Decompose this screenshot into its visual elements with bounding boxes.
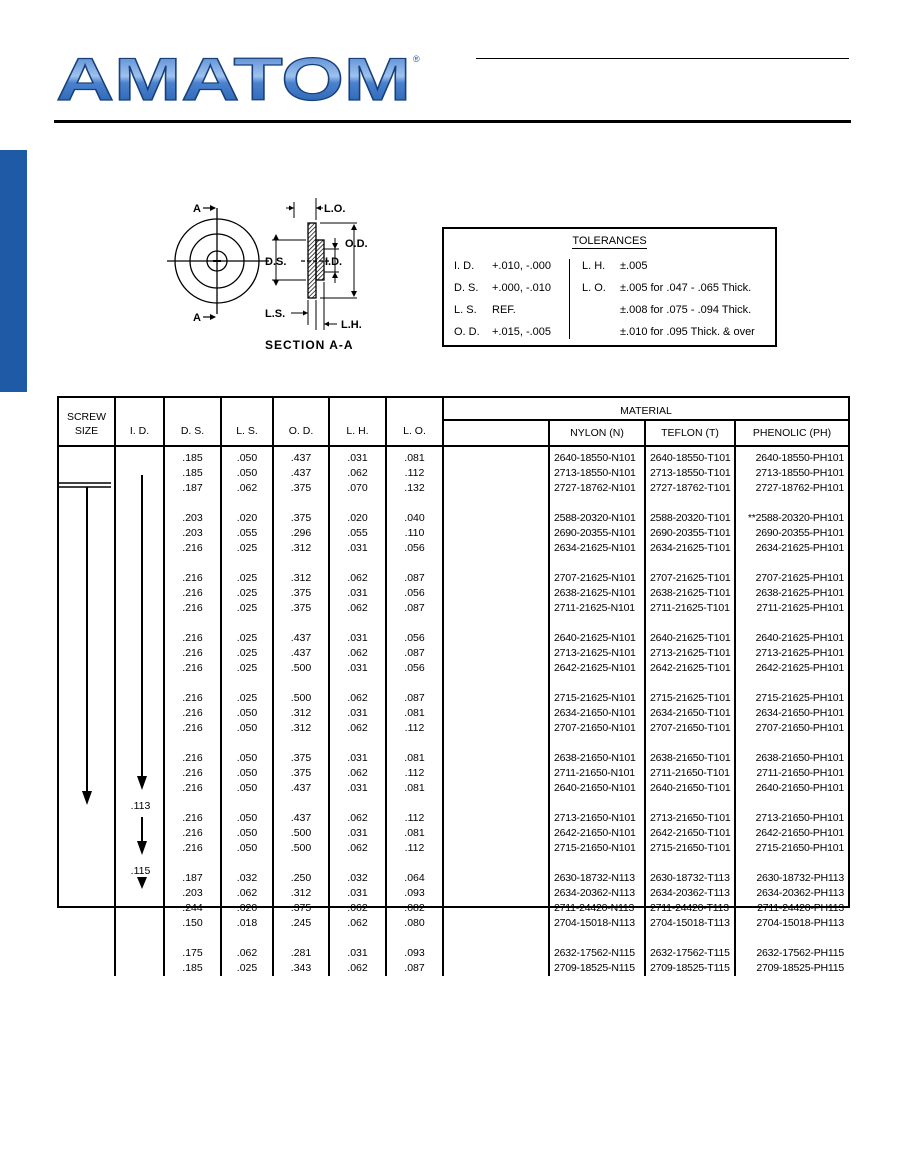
id-cell: .113 .115 [114,446,164,976]
amatom-logo: AMATOM ® [56,50,420,106]
tol-left-key: O. D. [454,326,480,338]
tol-right-val: ±.005 for .047 - .065 Thick. [620,282,752,294]
col-header-teflon: TEFLON (T) [644,420,735,447]
col-header-id: I. D. [114,398,164,447]
col-header-lo: L. O. [385,398,443,447]
tolerances-divider [569,259,570,339]
id-arrows [137,475,147,889]
registered-mark: ® [413,54,420,64]
ls-column: .050 .050 .062 .020 .055 .025 .025 .025 … [220,446,273,976]
screw-size-cell [59,446,115,976]
od-column: .437 .437 .375 .375 .296 .312 .312 .375 … [272,446,329,976]
tol-left-key: D. S. [454,282,479,294]
down-arrow-icon [82,791,92,805]
col-header-nylon: NYLON (N) [548,420,645,447]
section-caption: SECTION A-A [265,338,354,352]
col-header-ds: D. S. [163,398,221,447]
label-a-bottom: A [193,312,201,324]
header-rule [476,58,849,59]
label-ls: L.S. [265,308,285,320]
tol-right-val: ±.010 for .095 Thick. & over [620,326,755,338]
logo-text: AMATOM [56,50,411,106]
label-od: O.D. [345,238,368,250]
tol-left-key: L. S. [454,304,477,316]
label-lo: L.O. [324,203,345,215]
label-ds: D.S. [265,256,286,268]
tolerances-box: TOLERANCES I. D. +.010, -.000 D. S. +.00… [442,227,777,347]
spec-table: SCREW SIZE I. D. D. S. L. S. O. D. L. H.… [57,396,850,976]
phenolic-column: 2640-18550-PH101 2713-18550-PH101 2727-1… [733,446,849,976]
col-header-screw-size: SCREW SIZE [59,398,115,447]
id-value: .113 [130,800,151,812]
material-blank-column [442,446,549,976]
col-header-material: MATERIAL [441,398,849,421]
teflon-column: 2640-18550-T101 2713-18550-T101 2727-187… [644,446,735,976]
tol-left-val: +.015, -.005 [492,326,552,338]
tol-left-key: I. D. [454,260,475,272]
label-a-top: A [193,203,201,215]
label-lh: L.H. [341,319,362,331]
section-view [301,222,331,299]
down-arrow-icon [137,841,147,855]
tol-right-val: ±.008 for .075 - .094 Thick. [620,304,752,316]
down-arrow-icon [137,776,147,790]
col-header-od: O. D. [272,398,329,447]
nylon-column: 2640-18550-N101 2713-18550-N101 2727-187… [548,446,645,976]
tolerances-title: TOLERANCES [572,235,647,249]
main-rule [54,120,851,123]
down-arrow-icon [137,877,147,889]
col-header-lh: L. H. [328,398,386,447]
col-header-ls: L. S. [220,398,273,447]
tol-left-val: +.000, -.010 [492,282,552,294]
label-id: I.D. [325,256,342,268]
tol-right-key: L. H. [582,260,606,272]
tol-left-val: +.010, -.000 [492,260,552,272]
col-header-material-blank [442,420,549,447]
col-header-phenolic: PHENOLIC (PH) [733,420,849,447]
id-value: .115 [130,865,151,877]
tol-left-val: REF. [492,304,516,316]
lh-column: .031 .062 .070 .020 .055 .031 .062 .031 … [328,446,386,976]
washer-diagram: A A L.O. O.D. D.S. I.D. L.S. L.H. SECTIO… [167,198,368,352]
lo-column: .081 .112 .132 .040 .110 .056 .087 .056 … [385,446,443,976]
tol-right-val: ±.005 [620,260,648,272]
ds-column: .185 .185 .187 .203 .203 .216 .216 .216 … [163,446,221,976]
front-view [167,208,269,314]
side-tab [0,150,27,392]
tol-right-key: L. O. [582,282,606,294]
screw-size-bracket [59,482,111,805]
